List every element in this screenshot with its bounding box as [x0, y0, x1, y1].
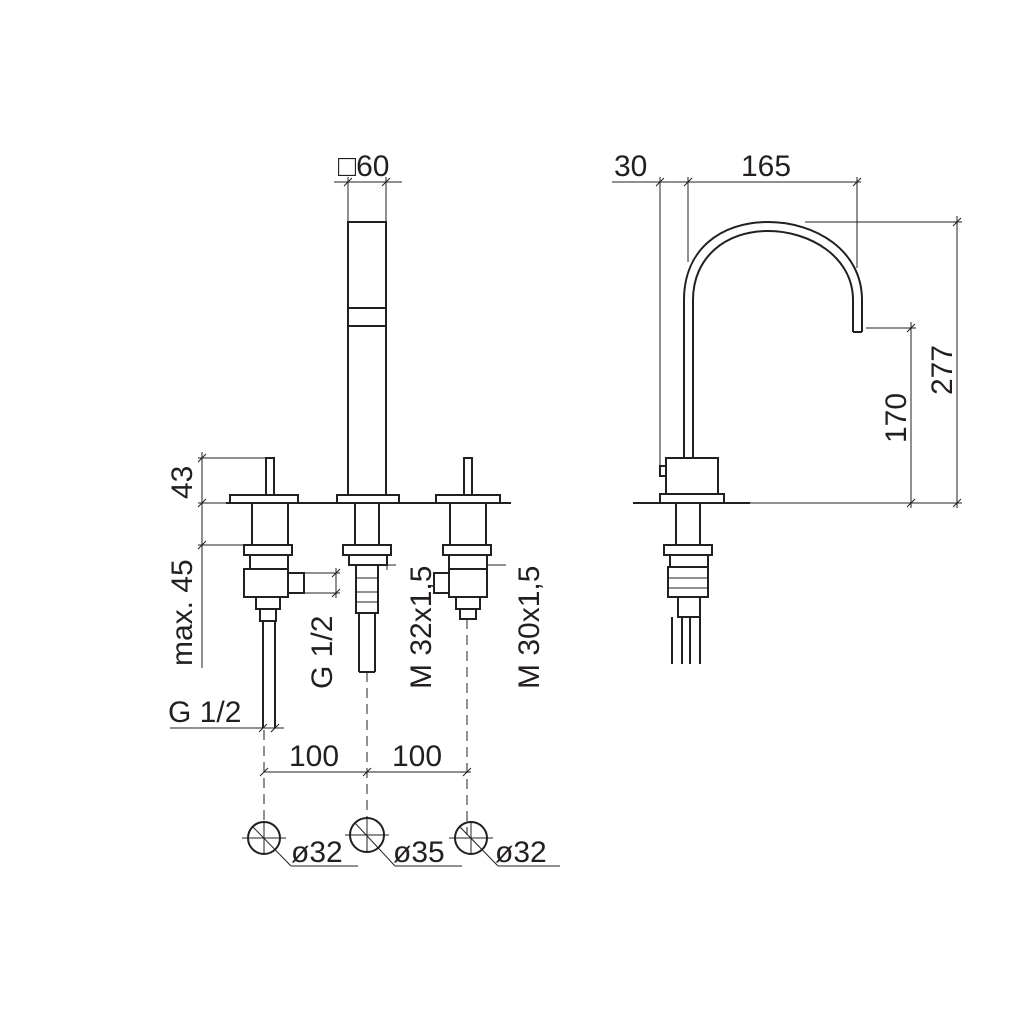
label-dia-35: ø35 [393, 836, 445, 869]
right-handle-rosette [435, 494, 501, 504]
label-square-60: □60 [338, 150, 390, 183]
label-43: 43 [166, 466, 199, 499]
side-view [633, 220, 863, 664]
left-valve [243, 457, 305, 728]
dimension-labels: □60 30 165 277 170 43 max. 45 G 1/2 M 32… [166, 150, 959, 869]
front-dimension-lines [170, 177, 506, 835]
left-handle-rosette [229, 494, 299, 504]
label-g-half-outlet: G 1/2 [306, 616, 339, 689]
side-under-deck [663, 503, 713, 664]
label-277: 277 [926, 345, 959, 395]
side-spout [659, 220, 863, 504]
right-valve [433, 457, 492, 620]
center-spout-column [342, 221, 392, 673]
label-dia-32-left: ø32 [291, 836, 343, 869]
center-rosette [336, 494, 400, 504]
label-m32: M 32x1,5 [405, 566, 438, 689]
label-100-left: 100 [289, 740, 339, 773]
label-100-right: 100 [392, 740, 442, 773]
label-dia-32-right: ø32 [495, 836, 547, 869]
label-165: 165 [741, 150, 791, 183]
side-dimension-lines [612, 177, 962, 508]
label-m30: M 30x1,5 [513, 566, 546, 689]
label-30: 30 [614, 150, 647, 183]
deck-holes [242, 817, 560, 867]
label-170: 170 [880, 393, 913, 443]
label-max-45: max. 45 [166, 559, 199, 666]
front-view [226, 221, 511, 728]
label-g-half-supply: G 1/2 [168, 696, 241, 729]
